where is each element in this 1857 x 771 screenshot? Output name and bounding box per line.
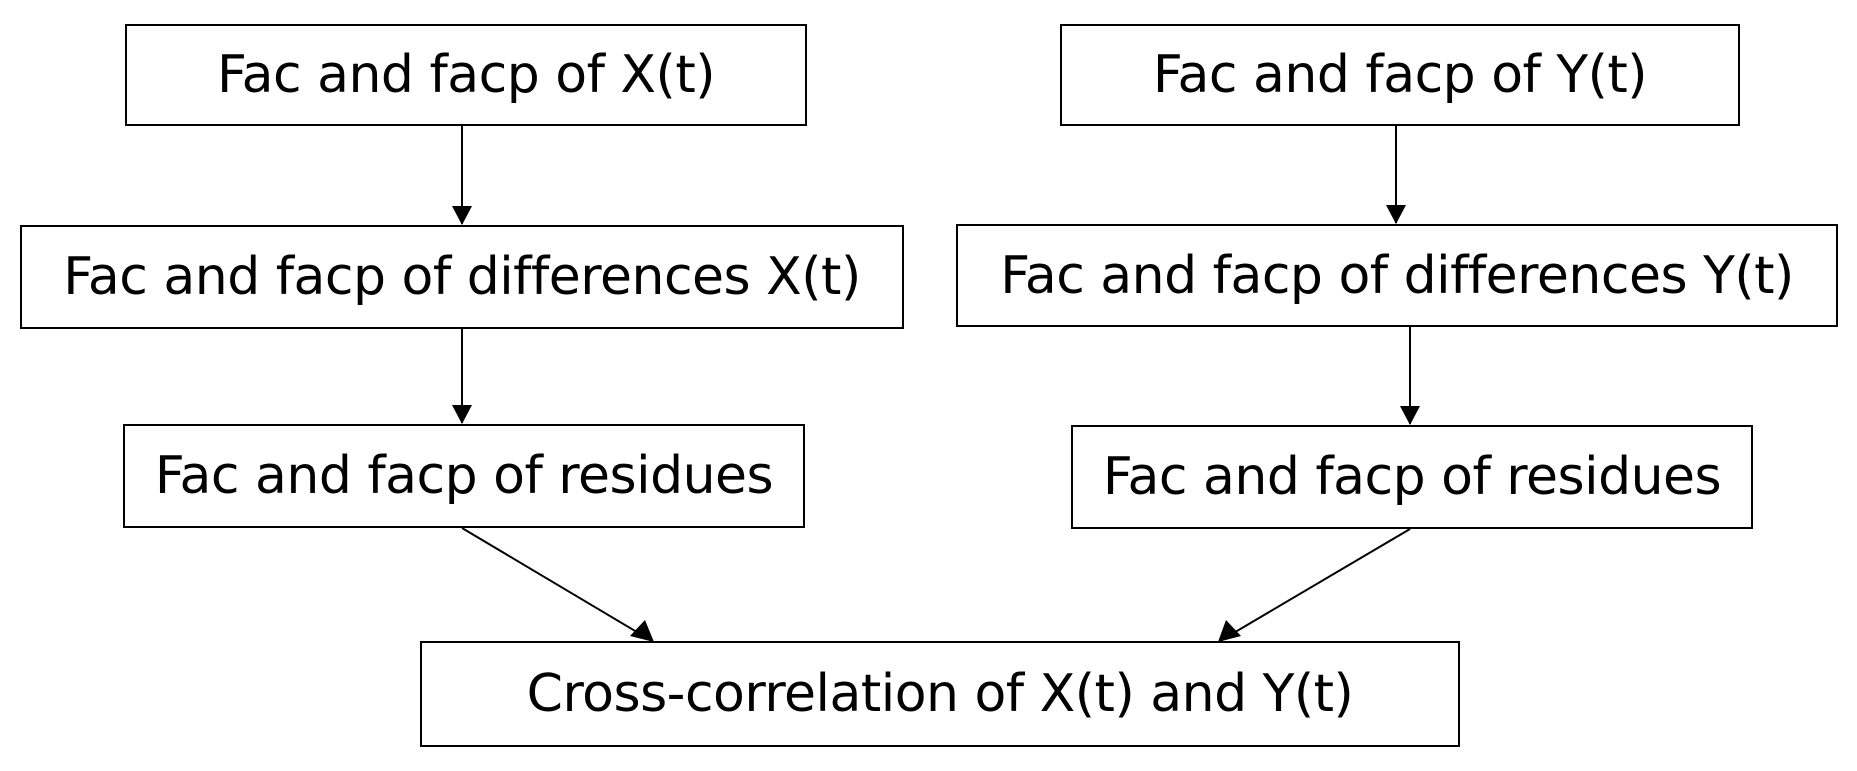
arrowhead-x-res <box>452 405 472 424</box>
box-y-residues: Fac and facp of residues <box>1071 425 1753 529</box>
box-y-residues-label: Fac and facp of residues <box>1102 447 1722 507</box>
box-x-acf-pacf-label: Fac and facp of X(t) <box>216 45 716 105</box>
arrow-x-res-to-cross <box>461 527 653 642</box>
box-y-differences-label: Fac and facp of differences Y(t) <box>1000 245 1794 306</box>
box-cross-correlation-label: Cross-correlation of X(t) and Y(t) <box>526 664 1354 724</box>
box-x-residues: Fac and facp of residues <box>123 424 805 528</box>
arrowhead-x-diff <box>452 206 472 225</box>
box-y-acf-pacf: Fac and facp of Y(t) <box>1060 24 1740 126</box>
box-y-differences: Fac and facp of differences Y(t) <box>956 224 1838 327</box>
arrowhead-y-res <box>1400 406 1420 425</box>
arrowhead-cross-left <box>630 620 654 642</box>
arrowhead-y-diff <box>1386 205 1406 224</box>
box-x-acf-pacf: Fac and facp of X(t) <box>125 24 807 126</box>
box-x-differences: Fac and facp of differences X(t) <box>20 225 904 329</box>
arrowhead-cross-right <box>1218 620 1241 642</box>
box-x-differences-label: Fac and facp of differences X(t) <box>63 247 861 307</box>
box-cross-correlation: Cross-correlation of X(t) and Y(t) <box>420 641 1460 747</box>
box-y-acf-pacf-label: Fac and facp of Y(t) <box>1152 45 1648 105</box>
arrow-y-res-to-cross <box>1219 528 1411 642</box>
box-x-residues-label: Fac and facp of residues <box>154 446 774 506</box>
